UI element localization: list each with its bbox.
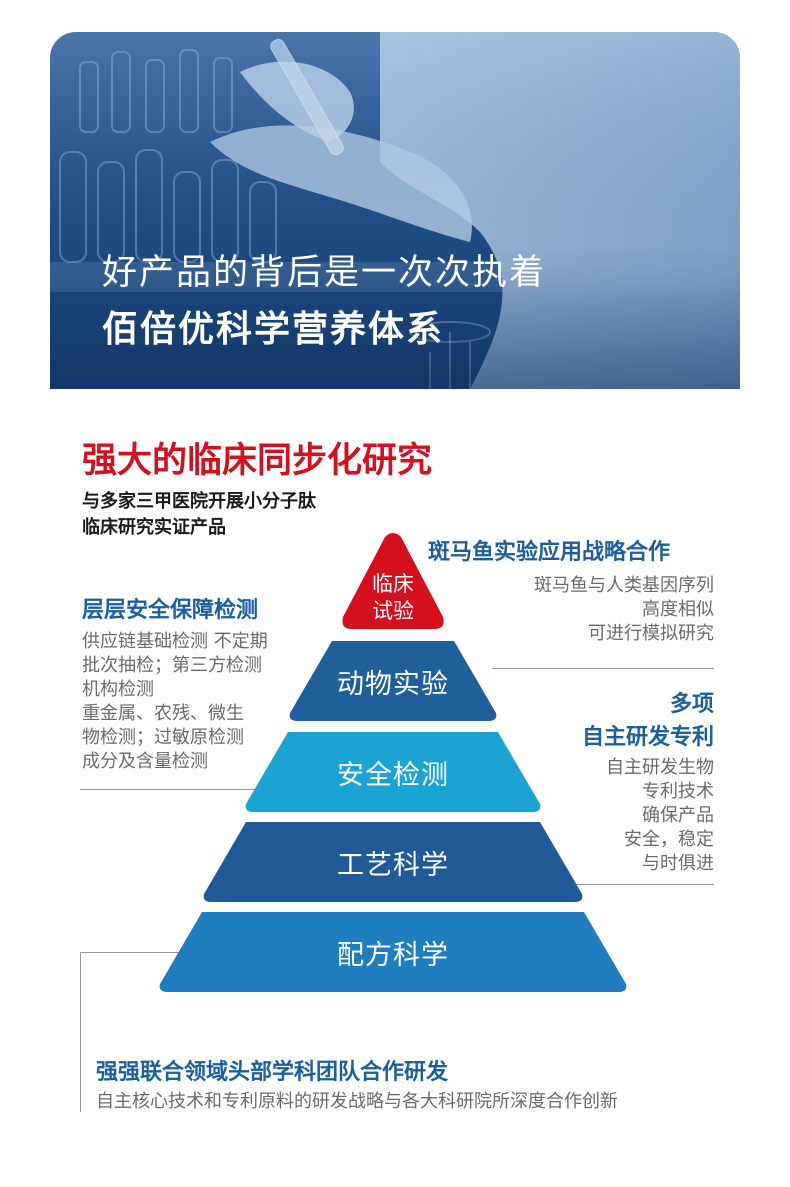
zebrafish-desc-line1: 斑马鱼与人类基因序列: [534, 575, 714, 596]
pyramid-layer-process-science: 工艺科学: [202, 822, 584, 902]
pyramid-layer-formula-science: 配方科学: [158, 912, 628, 992]
team-desc: 自主核心技术和专利原料的研发战略与各大科研院所深度合作创新: [96, 1091, 618, 1112]
animal-test-label: 动物实验: [337, 668, 449, 700]
patent-desc-line2: 专利技术: [642, 781, 714, 802]
safety-test-label: 安全检测: [337, 759, 449, 791]
patent-desc-line3: 确保产品: [642, 805, 714, 826]
section-subtitle-line1: 与多家三甲医院开展小分子肽: [82, 491, 316, 512]
clinical-trial-label-line1: 临床: [372, 572, 414, 596]
hero-banner: 好产品的背后是一次次执着 佰倍优科学营养体系: [50, 32, 740, 389]
zebrafish-desc-line2: 高度相似: [642, 599, 714, 620]
team-connector-line: [80, 952, 180, 953]
patent-title-line1: 多项: [669, 692, 714, 717]
pyramid-layer-safety-test: 安全检测: [244, 732, 542, 812]
safety-title: 层层安全保障检测: [82, 598, 259, 623]
patent-desc-line4: 安全，稳定: [624, 829, 714, 850]
pyramid-layer-animal-test: 动物实验: [288, 641, 498, 721]
team-title: 强强联合领域头部学科团队合作研发: [96, 1060, 449, 1085]
safety-desc-line5: 物检测；过敏原检测: [82, 727, 244, 748]
hero-tagline: 好产品的背后是一次次执着: [102, 253, 547, 293]
patent-divider: [570, 884, 714, 885]
team-vertical-line: [80, 952, 81, 1112]
zebrafish-desc-line3: 可进行模拟研究: [588, 623, 714, 644]
safety-divider: [80, 789, 270, 790]
patent-title-line2: 自主研发专利: [581, 725, 714, 750]
patent-desc-line5: 与时俱进: [642, 853, 714, 874]
safety-desc-line1: 供应链基础检测 不定期: [82, 631, 268, 652]
safety-desc-line3: 机构检测: [82, 679, 154, 700]
zebrafish-title: 斑马鱼实验应用战略合作: [428, 540, 671, 565]
safety-desc-line4: 重金属、农残、微生: [82, 703, 244, 724]
lab-photo-illustration: [50, 32, 740, 389]
pyramid-top-clinical-trial: 临床 试验: [340, 533, 446, 629]
section-subtitle-line2: 临床研究实证产品: [82, 517, 226, 538]
hero-title: 佰倍优科学营养体系: [102, 309, 445, 350]
patent-desc-line1: 自主研发生物: [606, 757, 714, 778]
safety-desc-line2: 批次抽检；第三方检测: [82, 655, 262, 676]
section-title: 强大的临床同步化研究: [82, 441, 433, 481]
zebrafish-divider: [492, 668, 714, 669]
process-science-label: 工艺科学: [337, 849, 449, 881]
formula-science-label: 配方科学: [337, 939, 449, 971]
safety-desc-line6: 成分及含量检测: [82, 751, 208, 772]
clinical-trial-label-line2: 试验: [372, 599, 414, 623]
